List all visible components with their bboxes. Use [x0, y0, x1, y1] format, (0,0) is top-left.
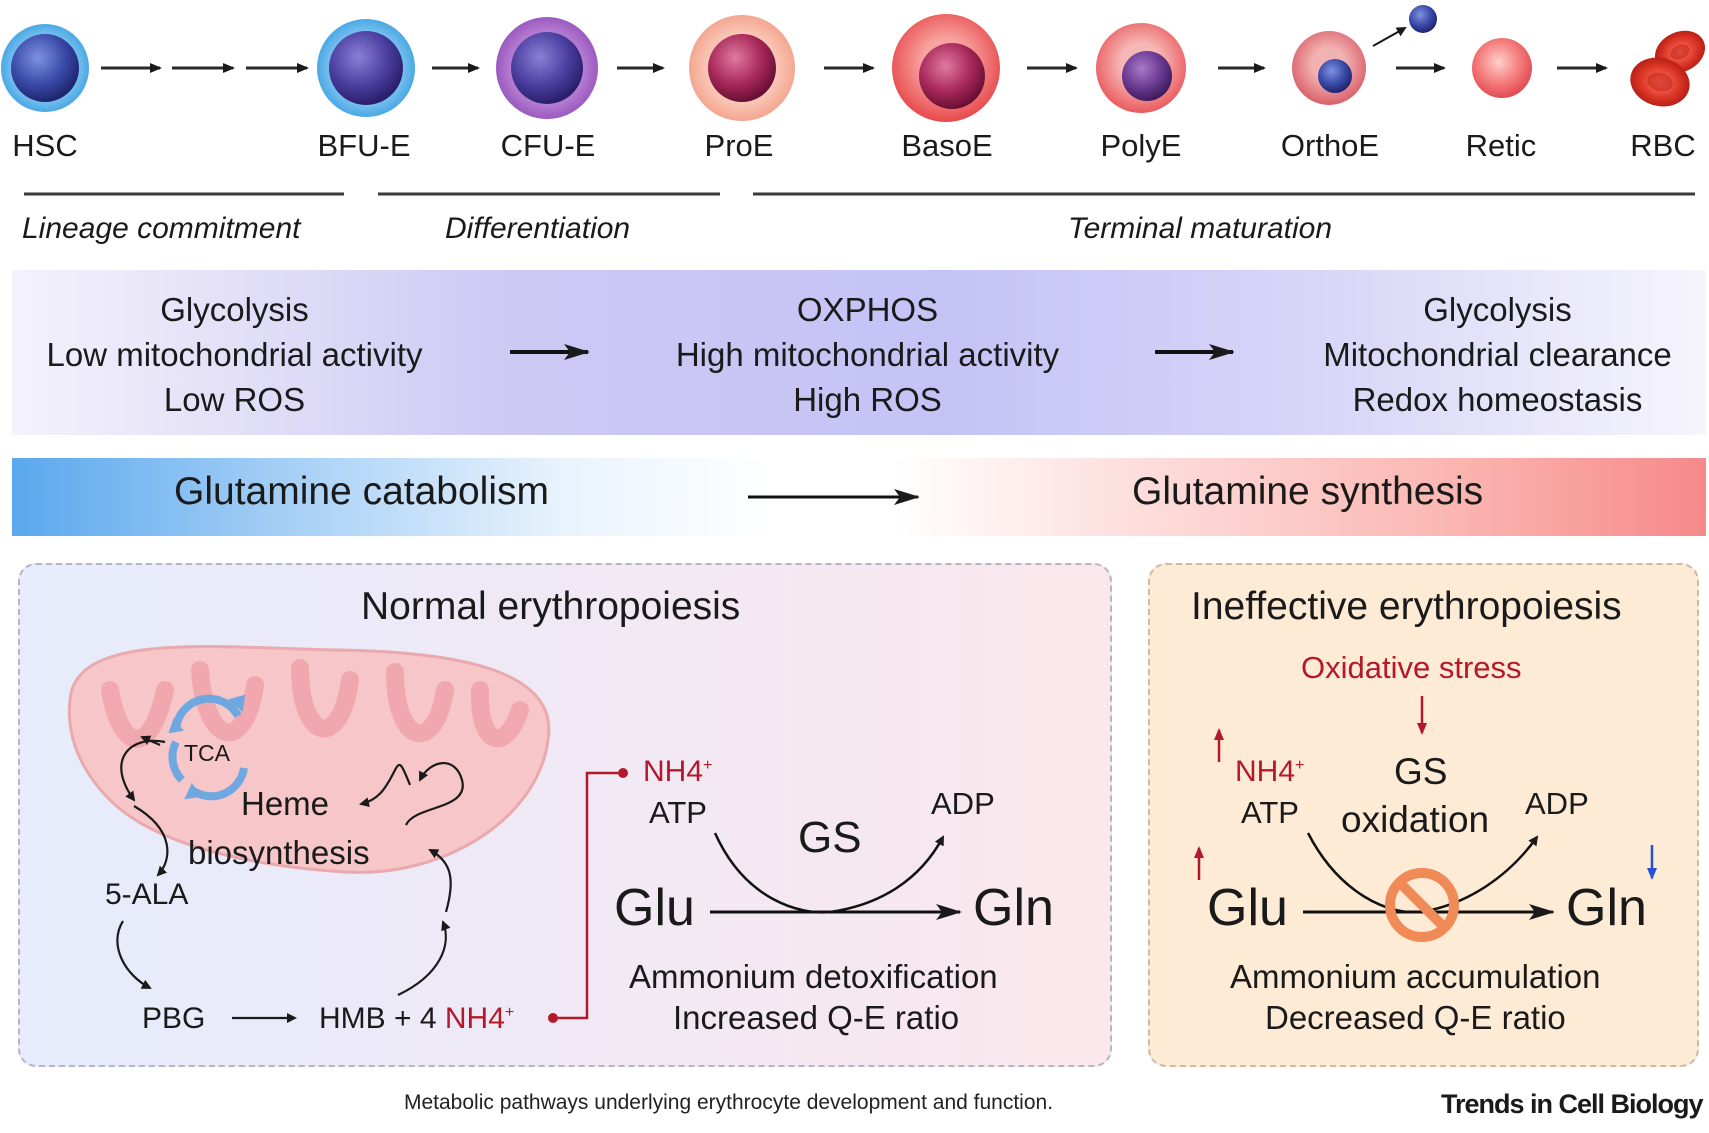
stage-label-orthoe: OrthoE	[1280, 128, 1380, 163]
glu-label-ineff: Glu	[1207, 879, 1288, 937]
ineff-outcome-1: Ammonium accumulation	[1230, 958, 1601, 995]
stage-label-cfue: CFU-E	[500, 128, 596, 163]
gln-label-normal: Gln	[973, 879, 1054, 937]
metabolism-left: Glycolysis Low mitochondrial activity Lo…	[22, 287, 447, 422]
normal-gs-reaction	[710, 832, 962, 920]
metabolism-middle: OXPHOS High mitochondrial activity High …	[645, 287, 1090, 422]
journal-logo: Trends in Cell Biology	[1441, 1089, 1704, 1119]
phase-label-lineage: Lineage commitment	[22, 212, 301, 245]
nh4-top-charge: +	[703, 757, 713, 774]
stage-label-basoe: BasoE	[901, 128, 993, 163]
cell-retic	[1472, 38, 1532, 98]
nh4-ineff-charge: +	[1295, 757, 1305, 774]
glu-label-normal: Glu	[614, 879, 695, 937]
nh4-connector	[548, 768, 628, 1023]
gs-label-normal: GS	[798, 813, 862, 862]
glutamine-synthesis-label: Glutamine synthesis	[1132, 470, 1484, 513]
metabolism-middle-line1: OXPHOS	[796, 291, 939, 328]
phase-label-differentiation: Differentiation	[445, 212, 631, 245]
tca-label: TCA	[184, 740, 230, 766]
cell-basoe	[892, 14, 1000, 122]
heme-label-line2: biosynthesis	[188, 834, 370, 871]
metabolism-band	[12, 270, 1706, 435]
metabolism-right-line1: Glycolysis	[1423, 291, 1572, 328]
hmb-label: HMB + 4 NH4+	[319, 1002, 514, 1036]
nh4-label-ineff: NH4+	[1235, 755, 1304, 789]
ineffective-gs-reaction	[1194, 696, 1657, 942]
stage-label-rbc: RBC	[1630, 128, 1696, 163]
stage-label-retic: Retic	[1465, 128, 1537, 163]
normal-outcome-1: Ammonium detoxification	[629, 958, 998, 995]
ala-label: 5-ALA	[105, 878, 189, 911]
metabolism-left-line2: Low mitochondrial activity	[46, 336, 423, 373]
nh4-top-text: NH4	[643, 755, 704, 788]
inhibition-icon	[1385, 868, 1459, 942]
cell-hsc	[1, 24, 89, 112]
atp-label-normal: ATP	[649, 795, 707, 830]
cell-orthoe	[1292, 5, 1437, 105]
hmb-nh4: NH4	[444, 1002, 505, 1035]
cell-proe	[689, 15, 795, 121]
ineff-outcome-2: Decreased Q-E ratio	[1265, 999, 1566, 1036]
hmb-text: HMB + 4	[319, 1002, 445, 1035]
stage-label-hsc: HSC	[12, 128, 78, 163]
stage-label-bfue: BFU-E	[317, 128, 411, 163]
gs-oxidation-line2: oxidation	[1341, 799, 1490, 840]
cell-rbc	[1630, 30, 1706, 107]
gln-label-ineff: Gln	[1566, 879, 1647, 937]
metabolism-right-line3: Redox homeostasis	[1352, 381, 1643, 418]
ineffective-panel-title: Ineffective erythropoiesis	[1191, 585, 1622, 628]
cell-polye	[1096, 23, 1186, 113]
metabolism-middle-line3: High ROS	[793, 381, 942, 418]
pbg-label: PBG	[142, 1002, 206, 1035]
ineffective-erythropoiesis-panel	[1148, 563, 1699, 1067]
tca-cycle-icon	[168, 694, 248, 801]
atp-label-ineff: ATP	[1241, 795, 1299, 830]
nh4-ineff-text: NH4	[1235, 755, 1296, 788]
cell-bfue	[317, 19, 415, 117]
oxidative-stress-label: Oxidative stress	[1301, 650, 1522, 685]
extruded-nucleus	[1409, 5, 1437, 33]
glutamine-catabolism-label: Glutamine catabolism	[174, 470, 549, 513]
gs-oxidation-line1: GS	[1394, 751, 1448, 792]
stage-label-polye: PolyE	[1100, 128, 1182, 163]
metabolism-right: Glycolysis Mitochondrial clearance Redox…	[1300, 287, 1695, 422]
adp-label-normal: ADP	[931, 786, 995, 821]
metabolism-middle-line2: High mitochondrial activity	[675, 336, 1060, 373]
nh4-top-label: NH4+	[643, 755, 712, 789]
metabolism-left-line3: Low ROS	[163, 381, 306, 418]
normal-outcome-2: Increased Q-E ratio	[673, 999, 960, 1036]
adp-label-ineff: ADP	[1525, 786, 1589, 821]
heme-label-line1: Heme	[241, 785, 330, 822]
hmb-nh4-charge: +	[504, 1004, 515, 1021]
metabolism-right-line2: Mitochondrial clearance	[1323, 336, 1672, 373]
cell-cfue	[496, 17, 598, 119]
stage-label-proe: ProE	[704, 128, 774, 163]
normal-panel-title: Normal erythropoiesis	[361, 585, 741, 628]
figure-caption: Metabolic pathways underlying erythrocyt…	[404, 1091, 1054, 1114]
heme-pathway-arrows	[116, 735, 464, 1023]
metabolism-left-line1: Glycolysis	[160, 291, 309, 328]
phase-label-terminal: Terminal maturation	[1068, 212, 1333, 245]
